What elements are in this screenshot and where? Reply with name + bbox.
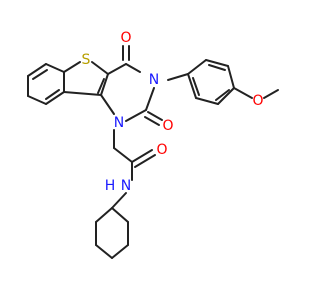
- bond: [217, 87, 235, 105]
- bond-double: [144, 116, 160, 126]
- bond: [91, 61, 109, 75]
- bond: [145, 87, 155, 111]
- bond: [111, 207, 129, 223]
- bond: [63, 61, 81, 73]
- atom-labels: S O N O N O O N H: [82, 30, 264, 194]
- bond-double: [215, 89, 230, 101]
- atom-hydrogen-amide: H: [105, 178, 116, 194]
- bond: [111, 192, 127, 209]
- bonds: [27, 45, 279, 259]
- atom-nitrogen-ring: N: [149, 72, 159, 88]
- bond: [233, 87, 253, 99]
- atom-oxygen-right: O: [162, 118, 173, 134]
- atom-oxygen-amide: O: [156, 142, 167, 158]
- bond: [187, 59, 207, 75]
- atom-nitrogen-bottom: N: [114, 115, 124, 131]
- bond: [187, 73, 197, 99]
- atom-nitrogen-amide: N: [121, 178, 131, 194]
- molecule-diagram: S O N O N O O N H: [27, 30, 279, 259]
- bond: [263, 89, 279, 99]
- bond: [63, 91, 102, 96]
- bond: [125, 109, 147, 122]
- bond-double: [192, 77, 200, 96]
- bond-double: [134, 154, 156, 168]
- bond: [195, 97, 219, 105]
- bond: [45, 91, 65, 105]
- bond: [167, 73, 189, 81]
- bond: [100, 94, 115, 115]
- bond: [111, 244, 129, 259]
- bond-double: [32, 69, 48, 80]
- atom-oxygen-methoxy: O: [252, 93, 263, 109]
- bond-double: [208, 64, 226, 71]
- bond: [131, 149, 153, 163]
- bond: [27, 95, 47, 105]
- bond: [95, 207, 113, 223]
- bond: [95, 244, 113, 259]
- atom-sulfur: S: [82, 52, 91, 68]
- bond-double: [147, 111, 163, 121]
- bond-double: [97, 78, 105, 94]
- bond: [27, 63, 47, 77]
- bond: [45, 63, 65, 73]
- bond: [227, 65, 235, 89]
- bond: [205, 59, 229, 67]
- atom-oxygen-top: O: [120, 30, 131, 46]
- bond: [107, 63, 127, 75]
- bond: [100, 73, 109, 96]
- bond-double: [45, 89, 60, 100]
- bond: [113, 147, 133, 163]
- bond: [125, 63, 141, 73]
